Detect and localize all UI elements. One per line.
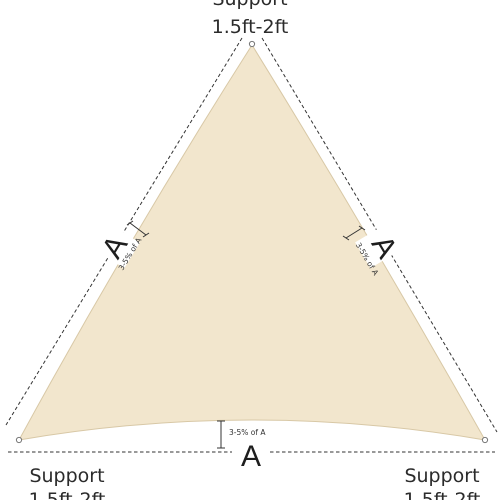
bottom-left-support-label: Support	[29, 465, 104, 487]
top-support-length: 1.5ft-2ft	[212, 16, 289, 38]
bottom-left-corner-ring-icon	[15, 436, 23, 444]
bottom-sag-label: 3-5% of A	[229, 428, 266, 437]
bottom-side-letter: A	[241, 440, 261, 473]
shade-sail	[18, 44, 486, 441]
bottom-left-support-length: 1.5ft-2ft	[29, 489, 106, 500]
bottom-right-support-length: 1.5ft-2ft	[404, 489, 481, 500]
bottom-right-corner-ring-icon	[481, 436, 489, 444]
bottom-sag-indicator	[217, 420, 225, 449]
left-sag-indicator	[126, 220, 150, 238]
bottom-right-support-label: Support	[404, 465, 479, 487]
top-corner-ring-icon	[248, 40, 256, 48]
right-sag-indicator	[342, 225, 366, 241]
top-support-label: Support	[212, 0, 287, 10]
